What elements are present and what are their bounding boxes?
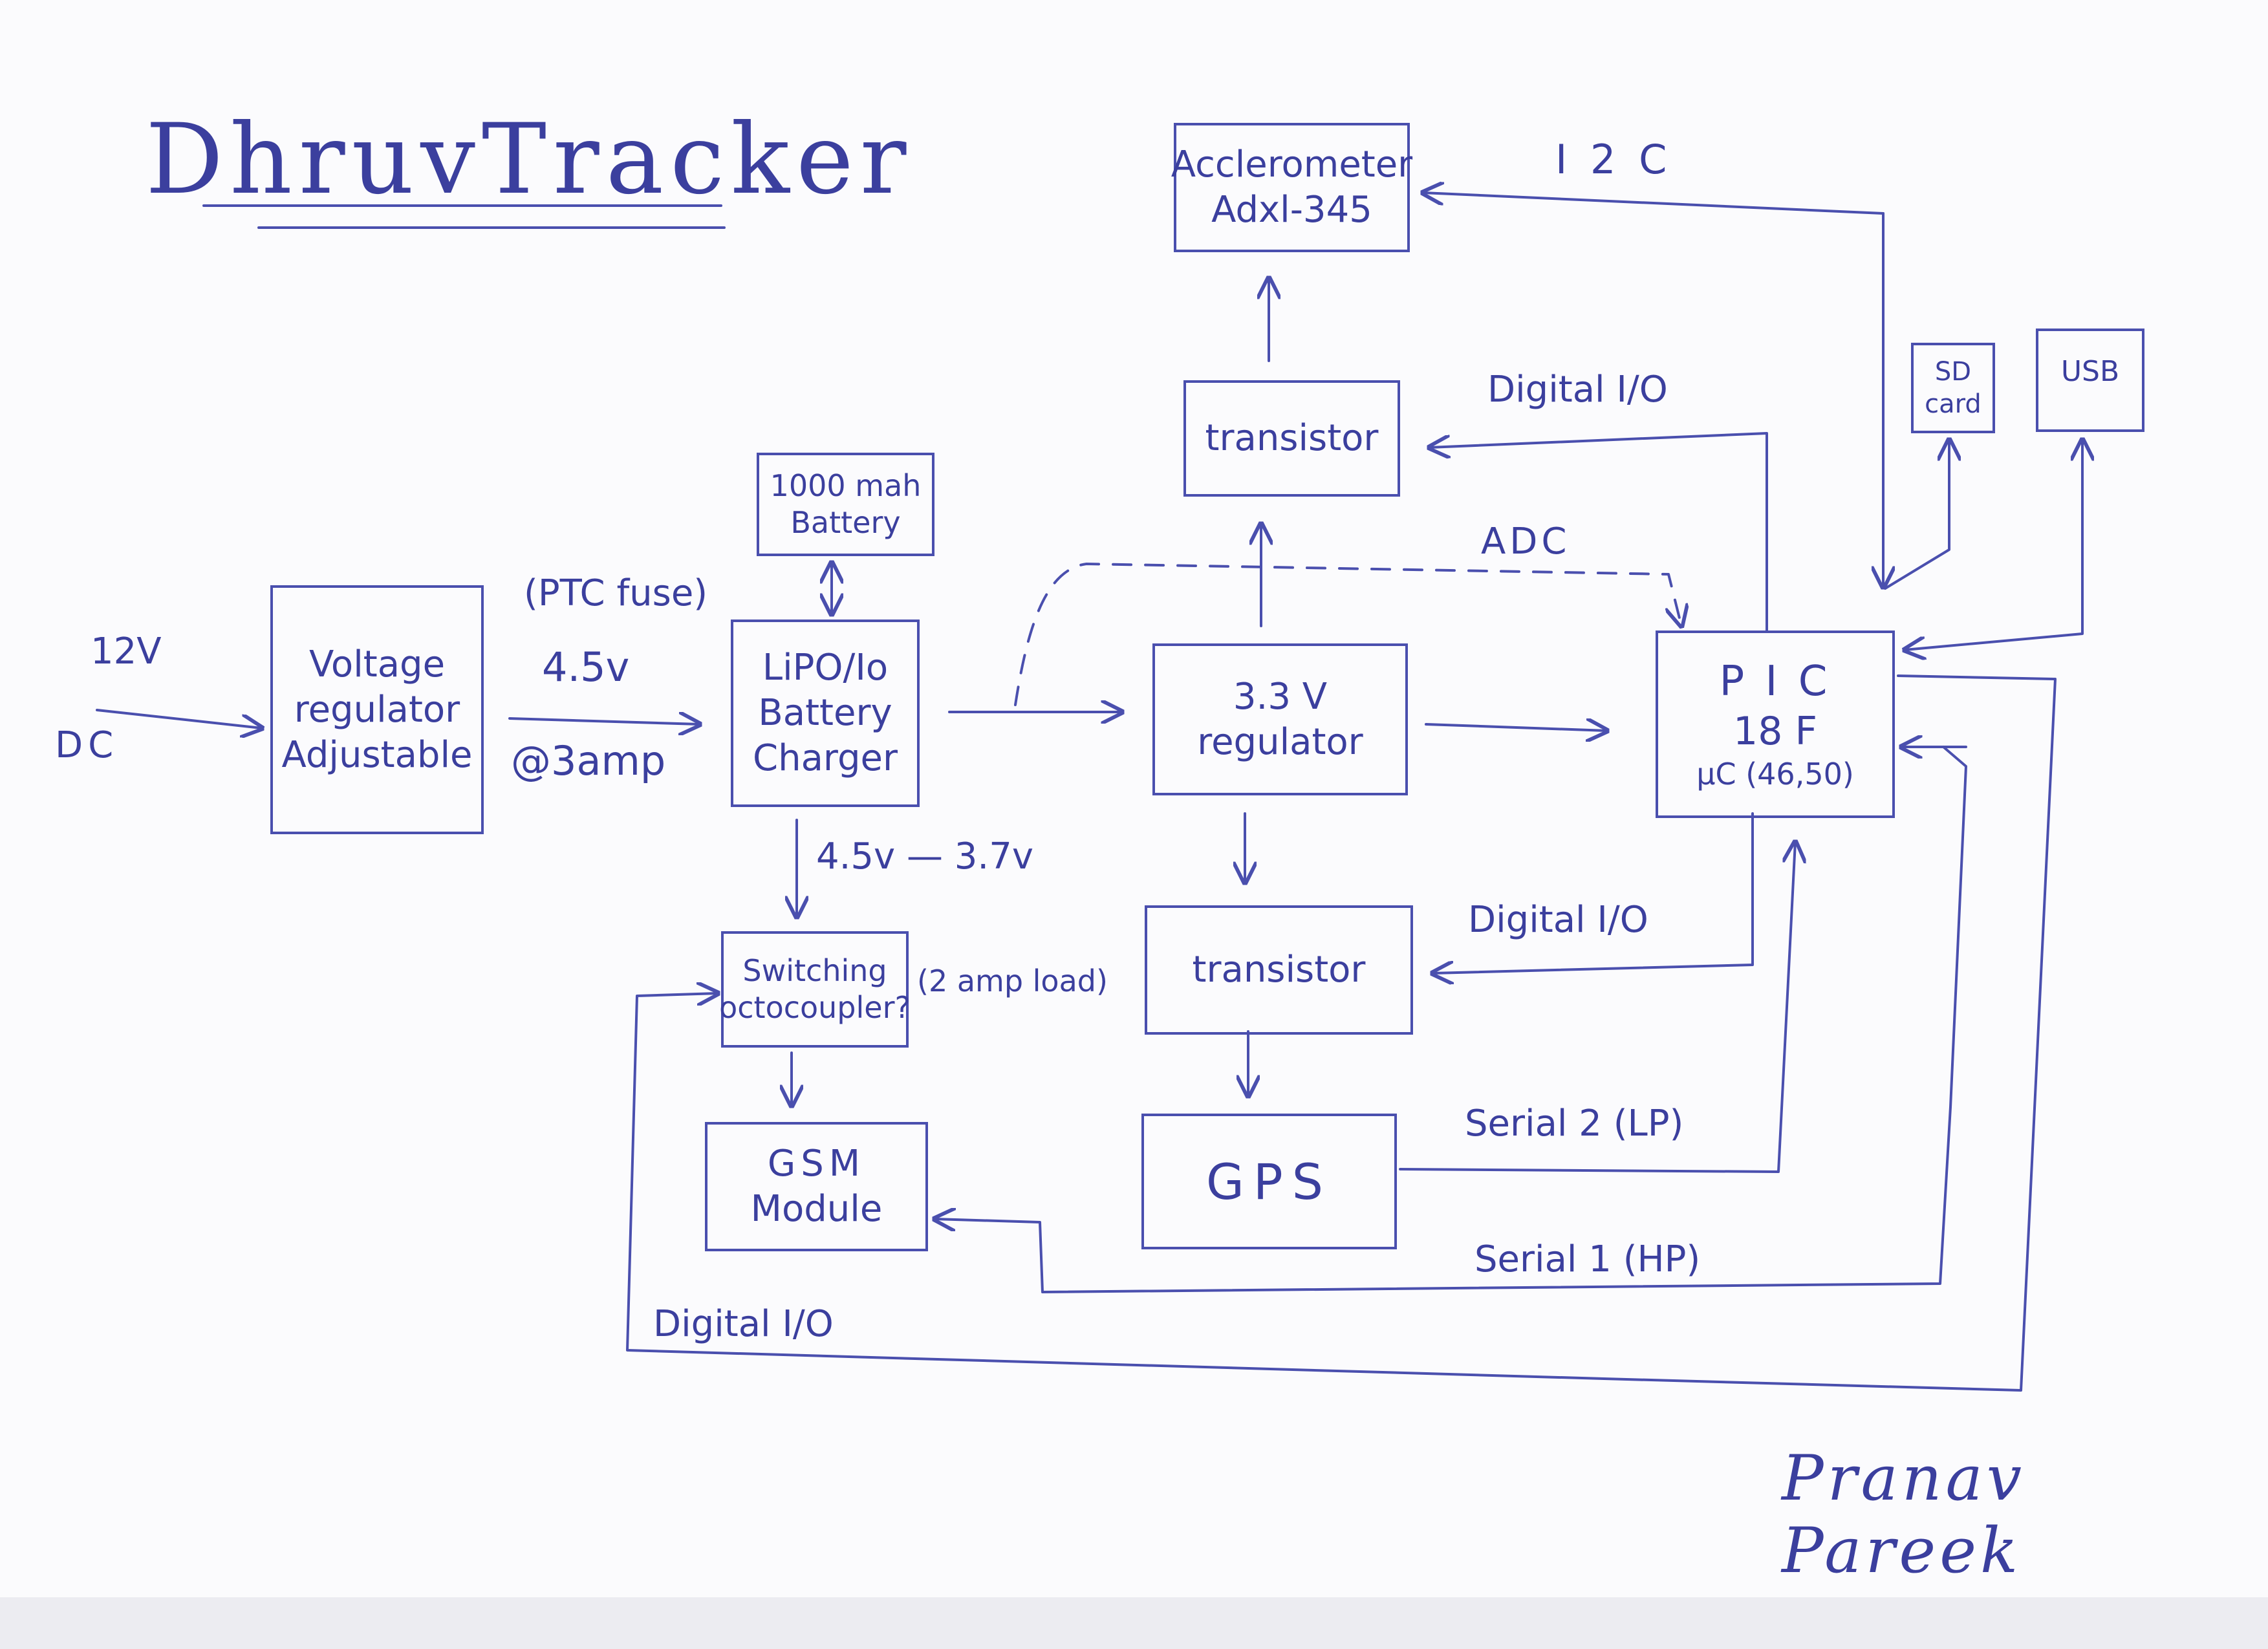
output-current-label: @3amp [511,737,666,784]
voltage-regulator-line3: Adjustable [281,733,473,776]
gsm-line1: GSM [767,1143,866,1185]
regulator-33v-line1: 3.3 V [1233,675,1328,718]
author-signature: Pranav Pareek [1782,1442,2026,1587]
usb-block: USB [2036,329,2144,432]
digital-io-mid-line [1432,812,1754,973]
serial2-label: Serial 2 (LP) [1465,1103,1684,1145]
digital-io-mid-label: Digital I/O [1468,899,1648,941]
transistor-bottom-block: transistor [1145,905,1413,1035]
accelerometer-name: Acclerometer [1171,144,1413,186]
adc-dashed-line [1014,563,1681,706]
sd-card-line2: card [1925,389,1982,419]
output-voltage-label: 4.5v [542,643,630,691]
serial1-label: Serial 1 (HP) [1474,1238,1701,1280]
accelerometer-model: Adxl-345 [1211,189,1372,231]
battery-capacity: 1000 mah [770,468,922,503]
accelerometer-block: Acclerometer Adxl-345 [1171,123,1413,252]
digital-io-top-line [1429,432,1768,632]
i2c-to-accel-arrow [1423,193,1885,215]
load-label: (2 amp load) [917,964,1108,998]
serial1-line [934,746,1967,1293]
transistor-top-block: transistor [1183,380,1400,497]
input-voltage-label: 12V [91,630,162,673]
sd-card-line [1884,440,1949,590]
digital-io-bottom-line [626,674,2057,1392]
page-title: DhruvTracker [146,103,913,216]
dc-input-arrow [96,709,262,728]
sd-card-line1: SD [1934,357,1972,387]
battery-label: Battery [790,505,901,540]
gps-label: GPS [1206,1152,1332,1211]
pic-line1: P I C [1719,657,1831,706]
switching-block: Switching octocoupler? [719,931,911,1048]
adc-label: ADC [1481,521,1571,563]
battery-range-label: 4.5v — 3.7v [816,835,1033,878]
sd-card-block: SD card [1911,343,1995,433]
pic-line3: µC (46,50) [1696,756,1854,792]
digital-io-bottom-label: Digital I/O [653,1303,834,1345]
voltage-regulator-block: Voltage regulator Adjustable [270,585,484,834]
i2c-label: I 2 C [1555,136,1672,183]
switching-line2: octocoupler? [719,990,911,1025]
33v-to-pic-arrow [1425,724,1607,731]
serial2-line [1399,842,1795,1173]
charger-line1: LiPO/Io [762,647,889,689]
transistor-top-label: transistor [1205,417,1379,459]
paper-edge [0,1597,2268,1649]
pic-line2: 18 F [1733,708,1817,754]
charger-line3: Charger [753,737,898,779]
transistor-bottom-label: transistor [1192,949,1366,991]
pic-microcontroller-block: P I C 18 F µC (46,50) [1656,630,1895,818]
regulator-33v-block: 3.3 V regulator [1152,643,1408,795]
voltage-regulator-line1: Voltage [308,643,446,685]
battery-block: 1000 mah Battery [757,453,934,556]
ptc-fuse-label: (PTC fuse) [524,572,708,614]
input-dc-label: DC [55,724,119,766]
regulator-to-charger-arrow [508,718,700,724]
gsm-module-block: GSM Module [705,1122,928,1251]
voltage-regulator-line2: regulator [294,688,460,731]
digital-io-top-label: Digital I/O [1487,369,1668,411]
regulator-33v-line2: regulator [1197,720,1363,763]
gps-block: GPS [1141,1114,1397,1249]
charger-line2: Battery [758,692,892,734]
charger-block: LiPO/Io Battery Charger [731,620,920,807]
switching-line1: Switching [742,953,887,988]
gsm-line2: Module [750,1188,883,1230]
usb-line [1905,440,2082,650]
usb-label: USB [2060,355,2120,388]
